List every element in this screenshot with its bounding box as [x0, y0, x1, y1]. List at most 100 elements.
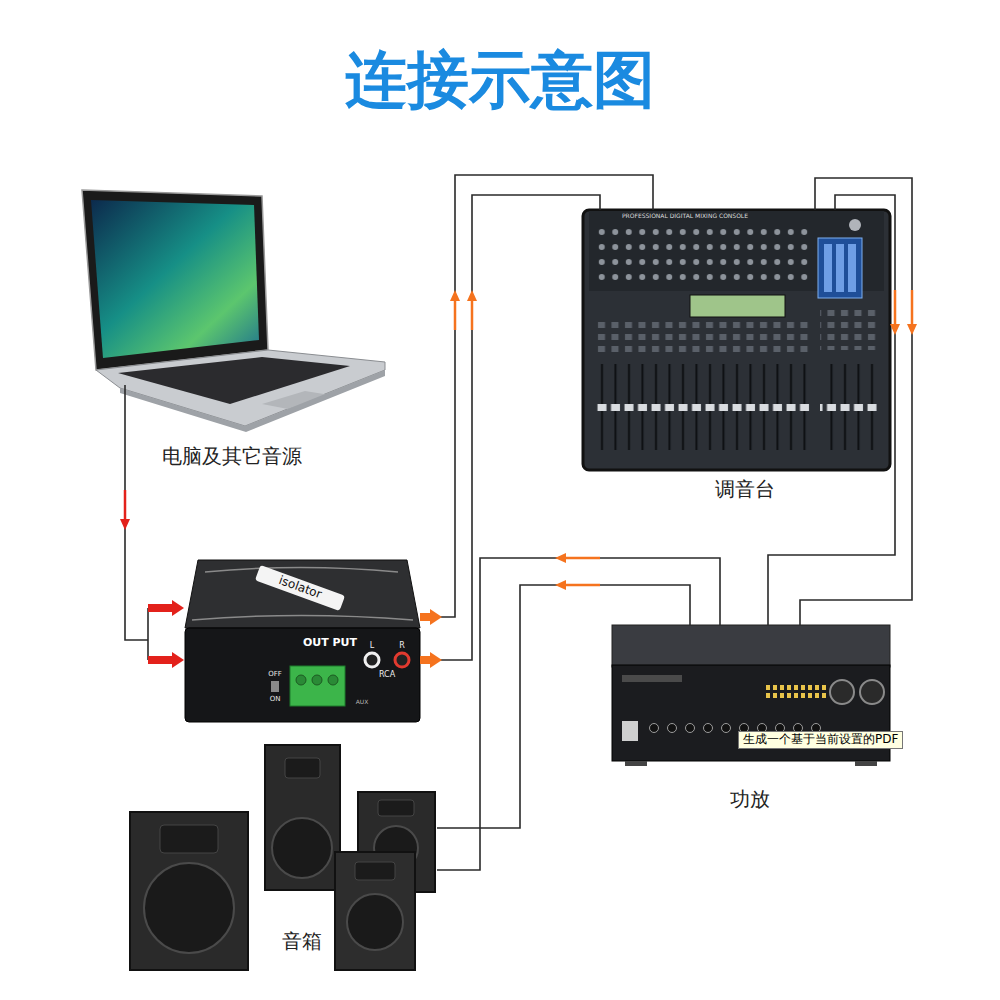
isolator-front — [185, 628, 420, 722]
cable-line — [125, 385, 148, 640]
isolator-label-strip — [255, 565, 345, 611]
isolator-trim — [192, 616, 413, 621]
laptop-illustration — [82, 190, 385, 432]
channel-label: L — [370, 641, 374, 650]
amp-knob — [830, 680, 854, 704]
jack-label: RCA — [379, 670, 395, 679]
panel-label: OUT PUT — [303, 637, 357, 650]
console-model-text: PROFESSIONAL DIGITAL MIXING CONSOLE — [622, 213, 748, 220]
direction-arrow — [566, 584, 600, 587]
mixer-meter-bar — [836, 244, 844, 292]
direction-arrow — [454, 301, 457, 330]
speaker-cabinet — [335, 852, 415, 970]
rca-jack — [365, 653, 379, 667]
terminal-screw — [312, 675, 322, 685]
isolator-illustration — [185, 560, 420, 722]
device-caption: 调音台 — [715, 478, 775, 501]
brand-label: isolator — [277, 574, 324, 602]
mixer-meter-bar — [824, 244, 832, 292]
laptop-front-edge — [120, 370, 385, 432]
cable-line — [420, 195, 600, 660]
arrow-head — [450, 290, 460, 301]
direction-arrow — [911, 290, 914, 324]
cable-line — [437, 585, 690, 828]
terminal-screw — [328, 675, 338, 685]
terminal-screw — [296, 675, 306, 685]
block-arrow — [420, 652, 442, 668]
speaker-woofer — [347, 894, 403, 950]
arrow-head — [555, 580, 566, 590]
arrow-head — [120, 519, 130, 530]
speaker-horn — [355, 862, 395, 880]
mixing-console: 调音台 — [583, 210, 890, 470]
mixer-meter — [818, 238, 862, 298]
speaker-woofer — [144, 863, 234, 953]
cable-line — [420, 175, 653, 617]
speaker-woofer — [272, 818, 332, 878]
cable-line — [768, 195, 895, 625]
laptop-source: 电脑及其它音源 — [80, 188, 390, 385]
terminal-block — [290, 666, 345, 706]
cable-line — [147, 608, 149, 660]
isolator-trim — [205, 568, 398, 573]
amp-front — [612, 665, 890, 761]
switch-label: OFF — [268, 670, 282, 678]
signal-cable — [800, 178, 917, 625]
mixer-meter-bar — [848, 244, 856, 292]
amp-power-button — [622, 721, 638, 741]
isolator-box: isolatorOUT PUT — [185, 558, 420, 722]
amp-jacks — [645, 718, 825, 738]
laptop-bezel — [82, 190, 268, 370]
speaker-group: 音箱 — [125, 740, 437, 972]
amp-top — [612, 625, 890, 667]
block-arrow — [148, 652, 184, 668]
direction-arrow — [566, 557, 600, 560]
device-caption: 功放 — [730, 788, 770, 811]
channel-label: R — [399, 641, 405, 650]
mixer-display — [690, 295, 785, 317]
signal-cable — [437, 553, 720, 870]
mixer-knob — [849, 219, 861, 231]
power-amplifier: 功放 — [612, 625, 890, 765]
amp-foot — [625, 761, 647, 766]
amp-knob — [860, 680, 884, 704]
speakers-illustration — [130, 745, 435, 970]
device-caption: 电脑及其它音源 — [162, 445, 302, 468]
power-switch — [271, 681, 279, 692]
direction-arrow — [471, 301, 474, 330]
speaker-horn — [160, 825, 218, 853]
mixer-master-buttons — [820, 310, 878, 350]
mixer-knobs — [595, 225, 811, 285]
diagram-title: 连接示意图 — [345, 44, 655, 115]
jack-label: AUX — [356, 699, 369, 706]
mixer-faders — [595, 360, 811, 455]
speaker-cabinet — [265, 745, 340, 890]
signal-cable — [120, 385, 184, 668]
signal-cable — [768, 195, 900, 625]
arrow-head — [890, 324, 900, 335]
mixer-master-faders — [820, 360, 878, 455]
direction-arrow — [124, 490, 127, 519]
direction-arrow — [894, 290, 897, 324]
mixer-buttons — [595, 320, 811, 356]
block-arrow — [148, 600, 184, 616]
speaker-horn — [378, 800, 414, 816]
mixer-illustration — [583, 210, 890, 470]
mixer-top-panel — [589, 211, 884, 291]
amp-leds — [765, 684, 828, 700]
arrow-head — [907, 324, 917, 335]
tooltip-note: 生成一个基于当前设置的PDF — [738, 731, 903, 749]
speaker-cabinet — [130, 812, 248, 970]
signal-cable — [437, 580, 690, 828]
amp-foot — [855, 761, 877, 766]
rca-jack — [395, 653, 409, 667]
arrow-head — [467, 290, 477, 301]
cable-line — [437, 558, 720, 870]
amplifier-illustration — [612, 625, 890, 766]
mixer-body — [583, 210, 890, 470]
